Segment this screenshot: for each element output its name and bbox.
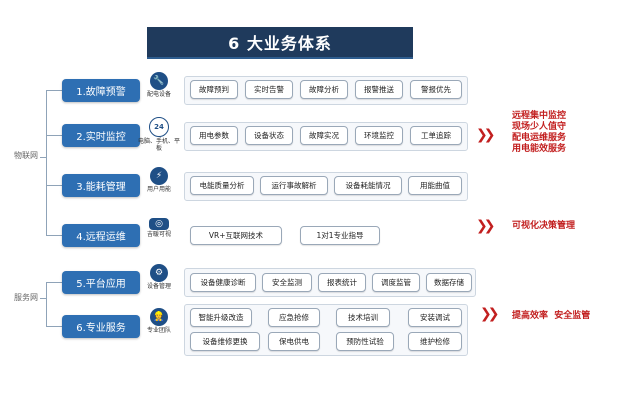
item-energy-consumption: 设备耗能情况: [334, 176, 402, 195]
item-vr-internet: VR+互联网技术: [190, 226, 282, 245]
bracket-iot-stub: [40, 157, 46, 158]
category-platform-app: 5.平台应用: [62, 271, 140, 294]
item-safety-monitoring: 安全监测: [262, 273, 312, 292]
item-smart-upgrade: 智能升级改造: [190, 308, 252, 327]
item-repair-replace: 设备维修更换: [190, 332, 260, 351]
wrench-icon: 🔧: [150, 72, 168, 90]
item-emergency-repair: 应急抢修: [268, 308, 320, 327]
item-environment-monitor: 环境监控: [355, 126, 403, 145]
chevron-right-icon: ❯❯: [476, 218, 496, 234]
item-maintenance: 维护检修: [408, 332, 462, 351]
bracket-line-4: [46, 235, 62, 236]
item-technical-training: 技术培训: [336, 308, 390, 327]
item-realtime-alarm: 实时告警: [245, 80, 293, 99]
category-realtime-monitoring: 2.实时监控: [62, 124, 140, 147]
bracket-line-5: [46, 282, 62, 283]
item-fault-analysis: 故障分析: [300, 80, 348, 99]
category-icon-6: 👷 专业团队: [136, 308, 182, 334]
item-one-on-one-guidance: 1对1专业指导: [300, 226, 380, 245]
category-icon-1: 🔧 配电设备: [136, 72, 182, 98]
category-remote-ops: 4.远程运维: [62, 224, 140, 247]
item-report-stats: 报表统计: [318, 273, 366, 292]
page-title: 6 大业务体系: [147, 27, 413, 57]
bracket-service-vertical: [46, 282, 47, 326]
item-fault-prediction: 故障预判: [190, 80, 238, 99]
lightning-icon: ⚡: [150, 167, 168, 185]
item-work-order-tracking: 工单追踪: [410, 126, 462, 145]
item-alarm-priority: 警报优先: [410, 80, 462, 99]
section-label-iot: 物联网: [14, 151, 38, 160]
item-install-debug: 安装调试: [408, 308, 462, 327]
callout-service: 提高效率 安全监管: [512, 311, 591, 321]
item-health-diagnosis: 设备健康诊断: [190, 273, 256, 292]
item-accident-analysis: 运行事故解析: [260, 176, 328, 195]
bracket-iot-vertical: [46, 90, 47, 236]
item-preventive-test: 预防性试验: [336, 332, 394, 351]
category-icon-3: ⚡ 用户用能: [136, 167, 182, 193]
title-underline: [147, 57, 413, 59]
category-icon-4: ◎ 吉暖可视: [146, 218, 171, 238]
vr-headset-icon: ◎: [149, 218, 169, 230]
bracket-service-stub: [40, 298, 46, 299]
item-fault-live: 故障实况: [300, 126, 348, 145]
item-data-storage: 数据存储: [426, 273, 472, 292]
category-icon-5: ⚙ 设备管理: [136, 264, 182, 290]
item-dispatch-supervision: 调度监管: [372, 273, 420, 292]
item-power-supply-guarantee: 保电供电: [268, 332, 320, 351]
category-professional-service: 6.专业服务: [62, 315, 140, 338]
callout-remote: 可视化决策管理: [512, 221, 576, 231]
gear-icon: ⚙: [150, 264, 168, 282]
category-energy-management: 3.能耗管理: [62, 174, 140, 197]
item-alarm-push: 报警推送: [355, 80, 403, 99]
bracket-line-1: [46, 90, 62, 91]
item-power-params: 用电参数: [190, 126, 238, 145]
item-energy-curve: 用能曲值: [408, 176, 462, 195]
bracket-line-3: [46, 185, 62, 186]
item-device-status: 设备状态: [245, 126, 293, 145]
category-fault-warning: 1.故障预警: [62, 79, 140, 102]
bracket-line-2: [46, 135, 62, 136]
bracket-line-6: [46, 326, 62, 327]
section-label-service: 服务网: [14, 293, 38, 302]
worker-icon: 👷: [150, 308, 168, 326]
item-power-quality: 电能质量分析: [190, 176, 254, 195]
chevron-right-icon: ❯❯: [476, 127, 496, 143]
chevron-right-icon: ❯❯: [480, 306, 500, 322]
category-icon-2: 24 电脑、手机、平板: [136, 117, 182, 152]
callout-monitoring: 远程集中监控 现场少人值守 配电运维服务 用电能效服务: [512, 111, 567, 154]
clock-24-icon: 24: [149, 117, 169, 137]
